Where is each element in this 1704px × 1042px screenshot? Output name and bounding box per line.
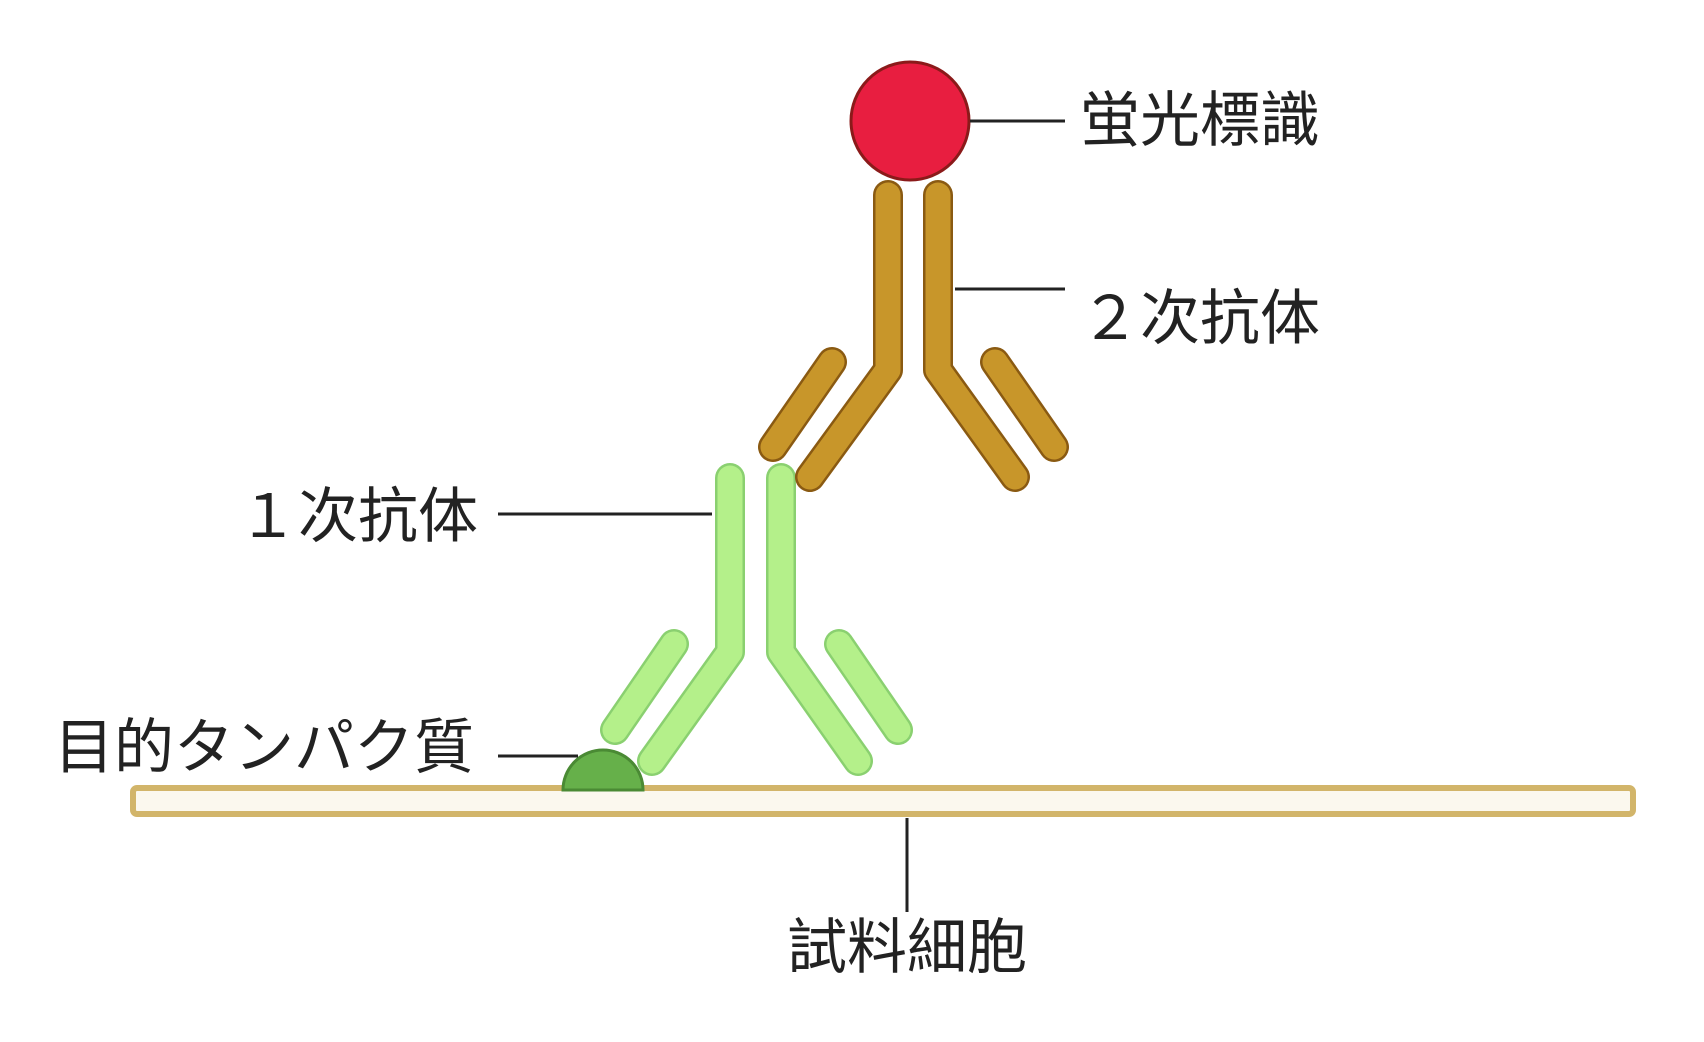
leader-lines (498, 119, 1065, 912)
primary-antibody-light-chain-left (602, 631, 687, 743)
target-protein-text: 目的タンパク質 (54, 713, 474, 783)
sample-cell-membrane (130, 785, 1636, 817)
primary-antibody-heavy-chain-right (768, 465, 871, 774)
secondary-antibody-heavy-chain-right (925, 182, 1028, 490)
primary-antibody-text: １次抗体 (238, 482, 478, 552)
secondary-antibody-light-chain-right (982, 349, 1067, 460)
primary-antibody-heavy-chain-left (639, 465, 743, 774)
primary-antibody-shape (600, 463, 913, 776)
target-protein-shape (561, 748, 645, 792)
secondary-antibody-text: ２次抗体 (1080, 284, 1320, 354)
primary-antibody-light-chain-right (826, 631, 911, 743)
fluorescent-label-circle (849, 60, 971, 182)
sample-cell-text: 試料細胞 (787, 913, 1027, 983)
fluorescent-label-text: 蛍光標識 (1080, 86, 1320, 156)
secondary-antibody-heavy-chain-left (797, 182, 901, 490)
secondary-antibody-light-chain-left (760, 349, 845, 460)
secondary-antibody-shape (758, 180, 1069, 492)
